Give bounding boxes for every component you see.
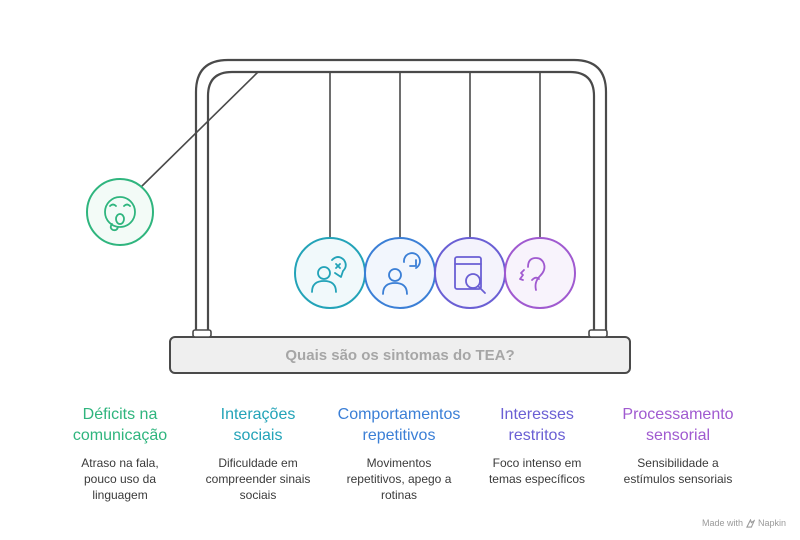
symptom-description-line: estímulos sensoriais xyxy=(623,472,733,486)
symptom-title-line: repetitivos xyxy=(362,427,436,444)
symptom-description-line: pouco uso da xyxy=(83,472,157,486)
symptom-description-line: rotinas xyxy=(380,488,418,502)
symptom-description-line: compreender sinais xyxy=(205,472,311,486)
book-search-icon xyxy=(454,256,486,294)
symptom-description: Atraso na fala, pouco uso da linguagem xyxy=(45,455,195,503)
frame-foot-left xyxy=(192,329,212,338)
cradle-base xyxy=(169,336,631,374)
footer-attribution: Made with Napkin xyxy=(702,518,786,528)
ball-repetitive xyxy=(364,237,436,309)
string-raised xyxy=(140,71,259,188)
ball-social xyxy=(294,237,366,309)
symptom-title-line: sociais xyxy=(233,427,283,444)
frame-foot-right xyxy=(588,329,608,338)
symptom-title-line: Processamento xyxy=(622,406,734,423)
symptom-title: Processamento sensorial xyxy=(603,404,753,446)
symptom-description-line: Sensibilidade a xyxy=(637,456,719,470)
diagram-question: Quais são os sintomas do TEA? xyxy=(285,346,515,364)
symptom-description-line: repetitivos, apego a xyxy=(346,472,452,486)
surprised-face-icon xyxy=(104,196,136,232)
symptom-title-line: comunicação xyxy=(72,427,168,444)
symptom-title-line: sensorial xyxy=(645,427,711,444)
symptom-description-line: Dificuldade em xyxy=(218,456,298,470)
symptom-title: Déficits na comunicação xyxy=(45,404,195,446)
symptom-title-line: Interações xyxy=(220,406,296,423)
symptom-title-line: restritos xyxy=(508,427,566,444)
symptom-description: Foco intenso em temas específicos xyxy=(462,455,612,487)
ball-communication xyxy=(86,178,154,246)
symptom-title: Interesses restritos xyxy=(462,404,612,446)
symptom-title: Interações sociais xyxy=(183,404,333,446)
symptom-description-line: linguagem xyxy=(92,488,148,502)
symptom-description: Movimentos repetitivos, apego a rotinas xyxy=(324,455,474,503)
symptom-title-line: Déficits na xyxy=(82,406,158,423)
symptom-description-line: Atraso na fala, xyxy=(81,456,159,470)
symptom-description-line: temas específicos xyxy=(488,472,586,486)
symptom-description: Sensibilidade a estímulos sensoriais xyxy=(603,455,753,487)
symptom-title-line: Comportamentos xyxy=(337,406,461,423)
symptom-title: Comportamentos repetitivos xyxy=(324,404,474,446)
ear-sound-icon xyxy=(519,257,546,291)
person-repeat-icon xyxy=(382,252,421,295)
symptom-description: Dificuldade em compreender sinais sociais xyxy=(183,455,333,503)
symptom-description-line: Foco intenso em xyxy=(492,456,582,470)
pendulum-strings xyxy=(140,71,541,238)
symptom-title-line: Interesses xyxy=(500,406,574,423)
napkin-logo-icon xyxy=(746,518,755,528)
person-speaking-icon xyxy=(311,256,347,293)
symptom-description-line: Movimentos xyxy=(366,456,432,470)
brand-label: Napkin xyxy=(757,518,786,528)
symptom-description-line: sociais xyxy=(239,488,277,502)
ball-sensory xyxy=(504,237,576,309)
ball-interests xyxy=(434,237,506,309)
made-with-label: Made with xyxy=(701,518,743,528)
